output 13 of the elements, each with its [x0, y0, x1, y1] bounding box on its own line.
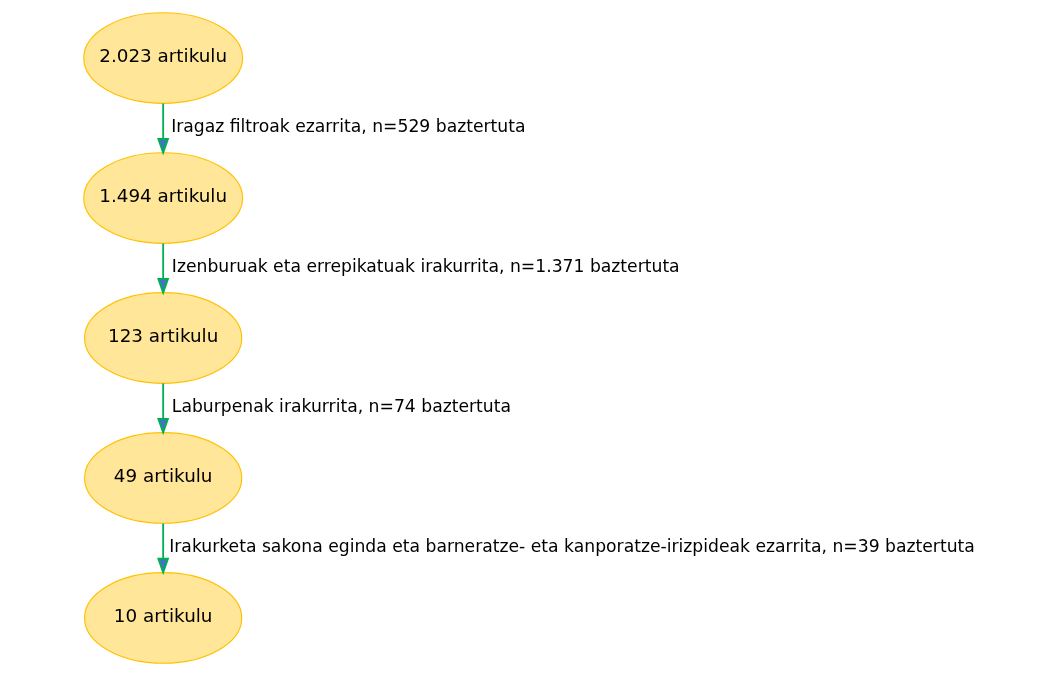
node-ellipse: 123 artikulu: [83, 292, 242, 384]
arrow: [156, 522, 169, 576]
node-ellipse: 49 artikulu: [83, 432, 242, 524]
arrow: [156, 242, 169, 296]
arrow: [156, 382, 169, 436]
edge-label: Iragaz filtroak ezarrita, n=529 baztertuta: [170, 116, 525, 137]
node-ellipse: 2.023 artikulu: [82, 12, 243, 104]
edge-label: Laburpenak irakurrita, n=74 baztertuta: [171, 396, 511, 416]
edge-label: Irakurketa sakona eginda eta barneratze- eta kanporatze-irizpideak ezarrita, n=39 baztertuta: [168, 535, 975, 556]
edge-label: Izenburuak eta errepikatuak irakurrita, n=1.371 baztertuta: [171, 256, 680, 277]
node-ellipse: 1.494 artikulu: [82, 152, 243, 244]
arrow: [156, 102, 169, 156]
node-ellipse: 10 artikulu: [83, 572, 242, 664]
